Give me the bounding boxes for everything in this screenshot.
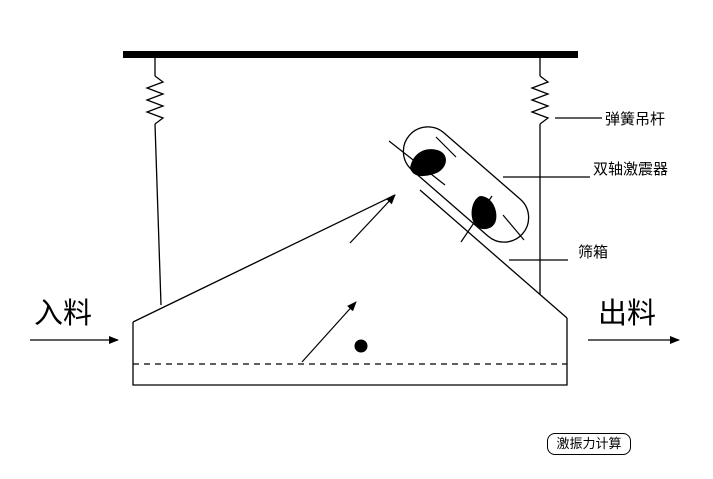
eccentric-mass-1 — [410, 149, 446, 177]
spring-icon — [145, 75, 165, 125]
left-spring-hanger — [145, 58, 165, 306]
spring-icon — [530, 75, 550, 125]
screen-box-label: 筛箱 — [578, 243, 608, 261]
exciter-label: 双轴激震器 — [593, 160, 668, 178]
excitation-force-calc-button[interactable]: 激振力计算 — [547, 433, 631, 455]
ceiling-beam — [123, 51, 578, 58]
force-arrow — [349, 194, 396, 244]
screen-box — [132, 189, 568, 386]
inlet-label: 入料 — [34, 296, 92, 330]
right-spring-hanger — [530, 58, 550, 294]
outlet-label: 出料 — [598, 296, 656, 330]
material-particle — [354, 339, 368, 353]
dual-axis-exciter — [388, 126, 530, 243]
eccentric-mass-2 — [471, 196, 497, 230]
motion-arrow — [301, 301, 357, 363]
spring-rod-label: 弹簧吊杆 — [605, 110, 665, 128]
